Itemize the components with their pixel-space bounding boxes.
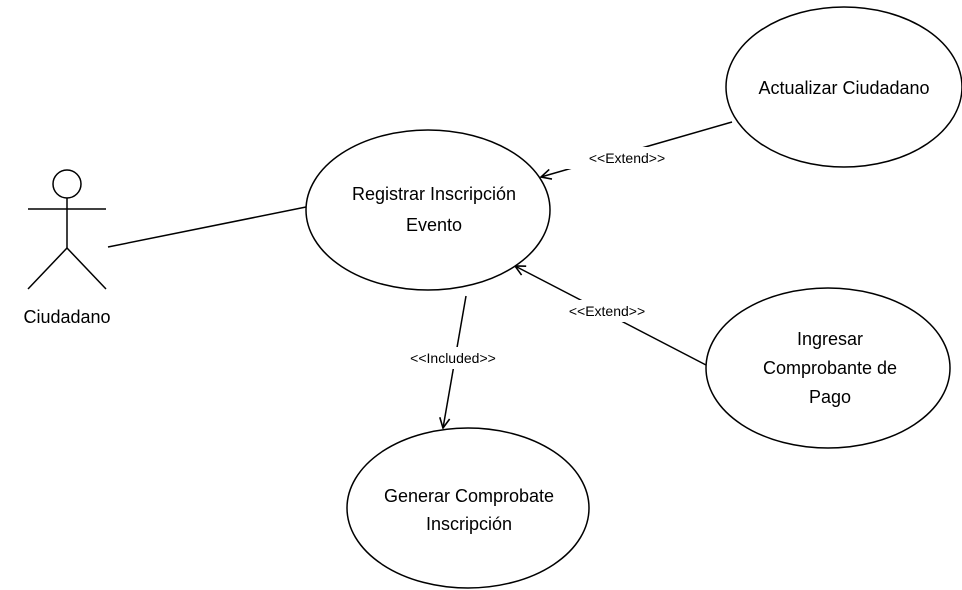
extend-label-ingresar: <<Extend>>	[569, 303, 645, 319]
include-label-generar: <<Included>>	[410, 350, 496, 366]
actor-head	[52, 169, 82, 199]
extend-label-ingresar-bg	[546, 300, 668, 322]
use-case-registrar-shape	[305, 129, 551, 291]
extend-label-actualizar: <<Extend>>	[589, 150, 665, 166]
use-case-actualizar-line-1: Actualizar Ciudadano	[758, 78, 929, 98]
use-case-registrar-inscripcion[interactable]: Registrar Inscripción Evento	[305, 129, 551, 291]
actor-name: Ciudadano	[23, 307, 110, 327]
use-case-generar-shape	[346, 427, 590, 589]
use-case-registrar-line-1: Registrar Inscripción	[352, 184, 516, 204]
actor-left-leg	[27, 247, 68, 290]
use-case-ingresar-shape	[705, 287, 951, 449]
use-case-generar-comprobante[interactable]: Generar Comprobate Inscripción	[346, 427, 590, 589]
use-case-ingresar-line-2: Comprobante de	[763, 358, 897, 378]
use-case-ingresar-line-1: Ingresar	[797, 329, 863, 349]
include-label-generar-bg	[385, 347, 521, 369]
use-case-generar-line-2: Inscripción	[426, 514, 512, 534]
use-case-ingresar-line-3: Pago	[809, 387, 851, 407]
use-case-actualizar-shape	[725, 6, 962, 168]
use-case-generar-line-1: Generar Comprobate	[384, 486, 554, 506]
extend-label-actualizar-bg	[566, 147, 688, 169]
association-line	[107, 206, 307, 248]
actor-ciudadano[interactable]: Ciudadano	[23, 169, 111, 327]
use-case-actualizar-ciudadano[interactable]: Actualizar Ciudadano	[725, 6, 962, 168]
actor-right-leg	[66, 247, 107, 290]
use-case-ingresar-comprobante[interactable]: Ingresar Comprobante de Pago	[705, 287, 951, 449]
use-case-registrar-line-2: Evento	[406, 215, 462, 235]
